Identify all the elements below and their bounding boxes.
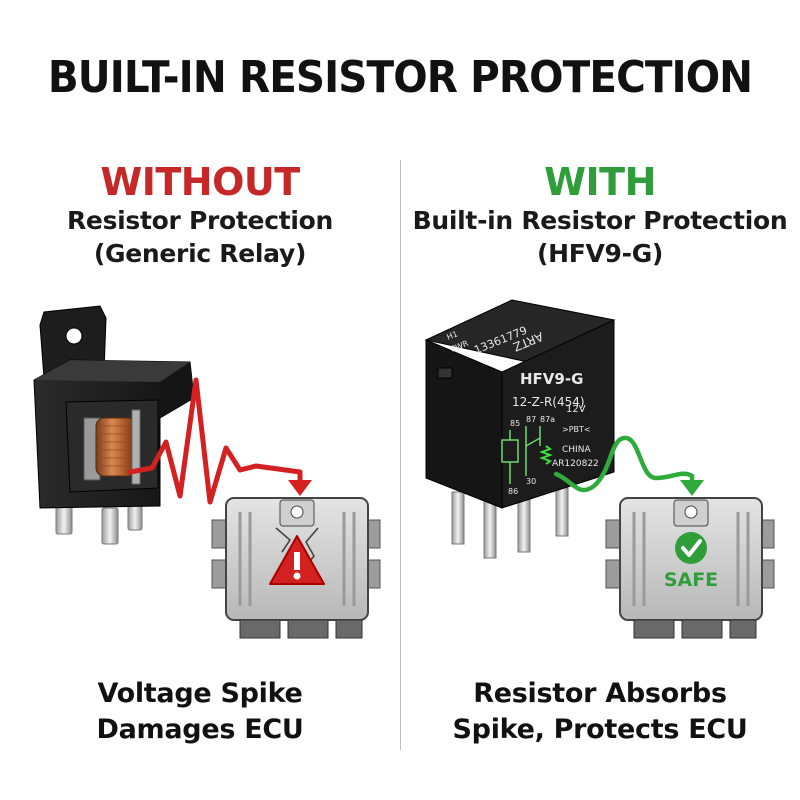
with-subtitle-line1: Built-in Resistor Protection — [412, 206, 788, 235]
relay-schematic-icon — [501, 426, 553, 484]
with-caption: Resistor Absorbs Spike, Protects ECU — [400, 676, 800, 748]
with-column-header: WITH Built-in Resistor Protection (HFV9-… — [400, 160, 800, 270]
without-subtitle-line2: (Generic Relay) — [93, 239, 307, 268]
relay-pin85-label: 85 — [510, 419, 520, 428]
relay-spec-label: 12-Z-R(454) — [512, 395, 585, 409]
relay-lot-label: AR120822 — [552, 459, 599, 469]
hfv9g-relay-icon: H1 PWR 13361779 ARTZ HFV9-G 12-Z-R(454) … — [424, 299, 616, 559]
relay-pin86-label: 86 — [508, 487, 518, 496]
page-title: BUILT-IN RESISTOR PROTECTION — [47, 52, 753, 103]
without-caption-line1: Voltage Spike — [97, 678, 303, 709]
relay-pin30-label: 30 — [526, 477, 536, 486]
generic-relay-icon — [33, 305, 195, 545]
with-subtitle-line2: (HFV9-G) — [536, 239, 664, 268]
relay-voltage-label: 12V — [566, 404, 586, 415]
with-caption-line2: Spike, Protects ECU — [452, 714, 748, 745]
absorbed-spike-arrowhead — [680, 480, 704, 496]
without-heading: WITHOUT — [100, 160, 300, 204]
with-caption-line1: Resistor Absorbs — [473, 678, 727, 709]
relay-material-label: >PBT< — [562, 425, 591, 434]
absorbed-spike-icon — [553, 435, 695, 493]
checkmark-icon — [675, 532, 707, 564]
without-subtitle-line1: Resistor Protection — [66, 206, 334, 235]
relay-print-h1: H1 — [445, 329, 459, 342]
voltage-spike-icon — [127, 377, 312, 505]
with-heading: WITH — [544, 160, 656, 204]
relay-origin-label: CHINA — [562, 445, 591, 455]
center-divider — [400, 160, 401, 750]
without-caption-line2: Damages ECU — [96, 714, 304, 745]
ecu-safe-icon: SAFE — [605, 497, 775, 639]
relay-pin87a-label: 87a — [540, 415, 555, 424]
warning-triangle-icon — [269, 535, 325, 585]
relay-model-label: HFV9-G — [520, 370, 583, 388]
ecu-damaged-icon — [211, 497, 381, 639]
safe-badge: SAFE — [664, 569, 718, 591]
without-caption: Voltage Spike Damages ECU — [0, 676, 400, 748]
without-column-header: WITHOUT Resistor Protection (Generic Rel… — [0, 160, 400, 270]
relay-pin87-label: 87 — [526, 415, 536, 424]
